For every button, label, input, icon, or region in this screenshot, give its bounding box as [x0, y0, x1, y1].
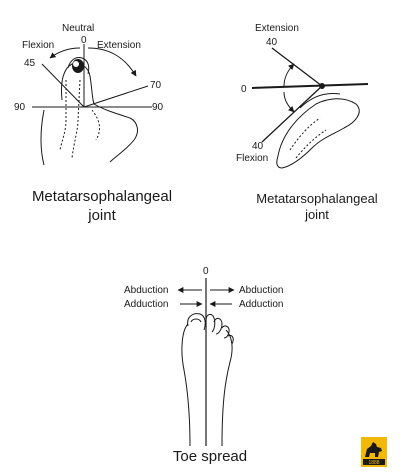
- toe-spread-labels: 0 Abduction Adduction Abduction Adductio…: [124, 266, 283, 310]
- mtp-right-line-zero: [251, 83, 369, 89]
- mtp-left-45-label: 45: [24, 58, 36, 69]
- mtp-left-bones: [59, 79, 100, 159]
- mtp-right-caption: Metatarsophalangeal joint: [222, 191, 412, 224]
- mtp-left-extension-arc: [87, 47, 137, 77]
- toe-spread-caption: Toe spread: [172, 448, 248, 465]
- toe-spread-abduction-right-label: Abduction: [239, 285, 283, 296]
- mtp-left-flexion-arc: [49, 47, 81, 59]
- mtp-left-neutral-label: Neutral: [62, 23, 94, 34]
- mtp-left-90-left-label: 90: [14, 102, 26, 113]
- mtp-right-foot-bones: [289, 117, 327, 159]
- mtp-right-joint: [319, 83, 325, 89]
- mtp-right-panel: [251, 47, 369, 169]
- mtp-left-90-right-label: 90: [152, 102, 164, 113]
- toe-spread-abduction-left-label: Abduction: [124, 285, 168, 296]
- mtp-right-flex-arc: [283, 91, 295, 113]
- mtp-right-line-ext40: [271, 47, 323, 87]
- mtp-left-nail: [72, 59, 84, 73]
- toe-spread-foot-outline: [181, 323, 233, 447]
- mtp-left-line-45: [41, 63, 85, 108]
- mtp-left-labels: Neutral 0 Flexion Extension 45 70 90 90: [14, 23, 164, 113]
- toe-spread-panel: [177, 278, 235, 447]
- toe-spread-big-toe: [187, 313, 206, 331]
- mtp-right-40-bottom-label: 40: [252, 141, 264, 152]
- mtp-left-panel: [32, 44, 152, 166]
- mtp-left-70-label: 70: [150, 80, 162, 91]
- toe-spread-toe-4: [221, 325, 230, 339]
- mtp-right-foot-outline: [276, 98, 360, 169]
- toe-spread-zero-label: 0: [203, 266, 209, 277]
- toe-spread-adduction-right-label: Adduction: [239, 299, 283, 310]
- mtp-left-flexion-label: Flexion: [22, 40, 54, 51]
- mtp-right-ext-arc: [283, 63, 295, 87]
- mtp-left-caption: Metatarsophalangeal joint: [2, 188, 202, 226]
- mtp-left-extension-label: Extension: [97, 40, 141, 51]
- mtp-right-40-top-label: 40: [266, 37, 278, 48]
- toe-spread-toe-3: [213, 317, 223, 335]
- toe-spread-toe-2: [205, 313, 216, 333]
- toe-spread-big-toe-nail: [190, 318, 202, 323]
- mtp-right-zero-label: 0: [241, 84, 247, 95]
- mtp-right-line-flex40: [261, 85, 323, 143]
- mtp-right-flexion-label: Flexion: [236, 153, 268, 164]
- mtp-right-extension-label: Extension: [255, 23, 299, 34]
- mtp-right-caption-line2: joint: [305, 207, 329, 223]
- logo-year: 1888: [368, 460, 379, 466]
- mtp-left-big-toe: [67, 57, 90, 75]
- toe-spread-adduction-left-label: Adduction: [124, 299, 168, 310]
- mtp-left-foot-outline: [40, 63, 138, 166]
- toe-spread-toe-5: [227, 335, 234, 345]
- mtp-right-foot-dorsum: [299, 93, 341, 109]
- mtp-right-labels: Extension 40 0 40 Flexion: [236, 23, 299, 164]
- mtp-left-line-70: [83, 85, 149, 108]
- mtp-right-caption-line1: Metatarsophalangeal: [256, 191, 378, 206]
- mtp-left-caption-line2: joint: [88, 206, 116, 224]
- publisher-logo: 1888: [361, 437, 387, 467]
- mtp-left-caption-line1: Metatarsophalangeal: [31, 188, 173, 205]
- mtp-left-zero-label: 0: [81, 35, 87, 46]
